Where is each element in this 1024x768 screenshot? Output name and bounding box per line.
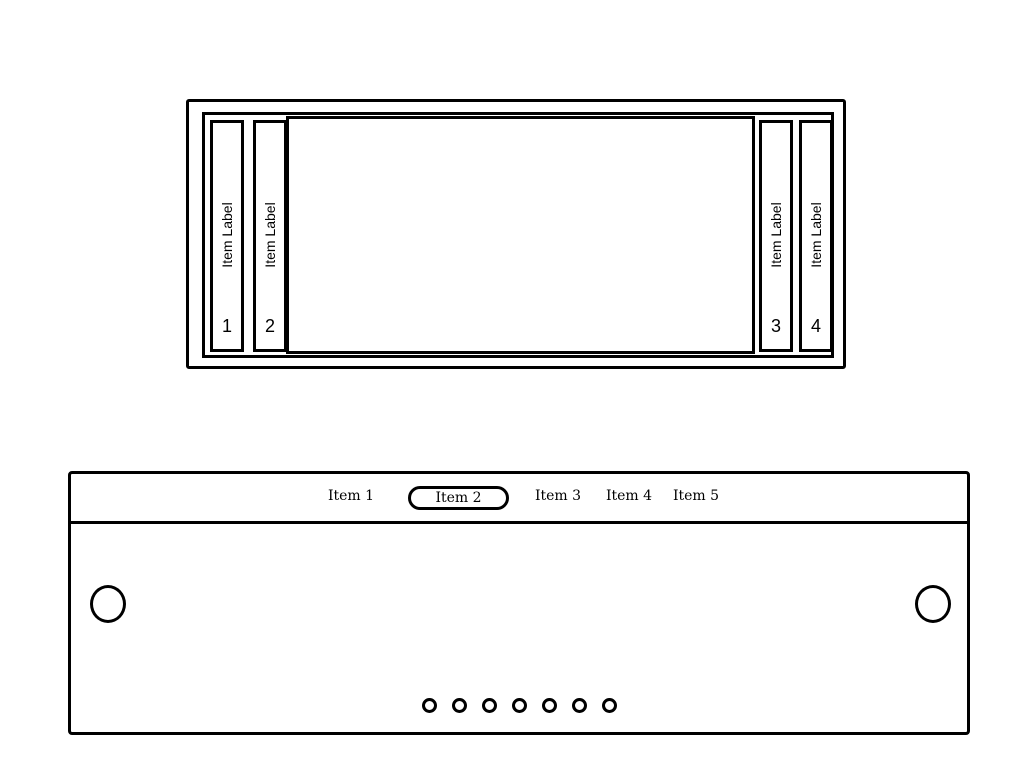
- carousel-next-button[interactable]: [915, 585, 951, 623]
- carousel-widget: Item 1 Item 2 Item 3 Item 4 Item 5: [68, 471, 970, 735]
- carousel-tab-item-3[interactable]: Item 3: [534, 488, 582, 504]
- carousel-pagination: [422, 698, 617, 714]
- accordion-tab-label: Item Label: [262, 202, 278, 268]
- accordion-tab-number: 1: [221, 316, 232, 336]
- accordion-tab-1[interactable]: Item Label 1: [210, 120, 244, 352]
- carousel-prev-button[interactable]: [90, 585, 126, 623]
- carousel-page-dot[interactable]: [422, 698, 437, 713]
- accordion-content-panel: [286, 116, 755, 354]
- carousel-page-dot[interactable]: [572, 698, 587, 713]
- carousel-page-dot[interactable]: [452, 698, 467, 713]
- accordion-tab-number: 4: [810, 316, 821, 336]
- accordion-tab-label: Item Label: [768, 202, 784, 268]
- accordion-tab-4[interactable]: Item Label 4: [799, 120, 833, 352]
- accordion-tab-2[interactable]: Item Label 2: [253, 120, 287, 352]
- carousel-page-dot[interactable]: [512, 698, 527, 713]
- carousel-tab-item-5[interactable]: Item 5: [672, 488, 720, 504]
- carousel-tab-item-2[interactable]: Item 2: [408, 486, 509, 510]
- accordion-widget: Item Label 1 Item Label 2 Item Label 3 I…: [186, 99, 846, 369]
- accordion-frame: Item Label 1 Item Label 2 Item Label 3 I…: [202, 112, 834, 358]
- carousel-tab-item-1[interactable]: Item 1: [327, 488, 375, 504]
- accordion-tab-label: Item Label: [219, 202, 235, 268]
- carousel-tab-bar: Item 1 Item 2 Item 3 Item 4 Item 5: [71, 474, 967, 524]
- carousel-tab-item-4[interactable]: Item 4: [605, 488, 653, 504]
- carousel-page-dot[interactable]: [482, 698, 497, 713]
- carousel-page-dot[interactable]: [602, 698, 617, 713]
- accordion-tab-label: Item Label: [808, 202, 824, 268]
- accordion-tab-3[interactable]: Item Label 3: [759, 120, 793, 352]
- carousel-page-dot[interactable]: [542, 698, 557, 713]
- accordion-tab-number: 3: [770, 316, 781, 336]
- accordion-tab-number: 2: [264, 316, 275, 336]
